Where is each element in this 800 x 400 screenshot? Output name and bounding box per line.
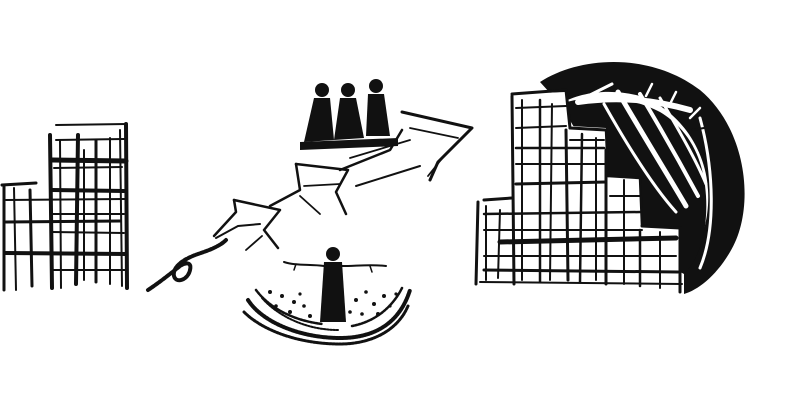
group-of-three-people: [300, 79, 398, 150]
growth-arrow: [212, 110, 474, 251]
person-with-open-arms: [283, 247, 387, 322]
building-left: [0, 122, 129, 292]
city-skyline: [474, 88, 683, 294]
nest-with-dots: [242, 286, 412, 346]
globe-rays: [575, 82, 713, 270]
squiggle-loop: [146, 238, 228, 292]
